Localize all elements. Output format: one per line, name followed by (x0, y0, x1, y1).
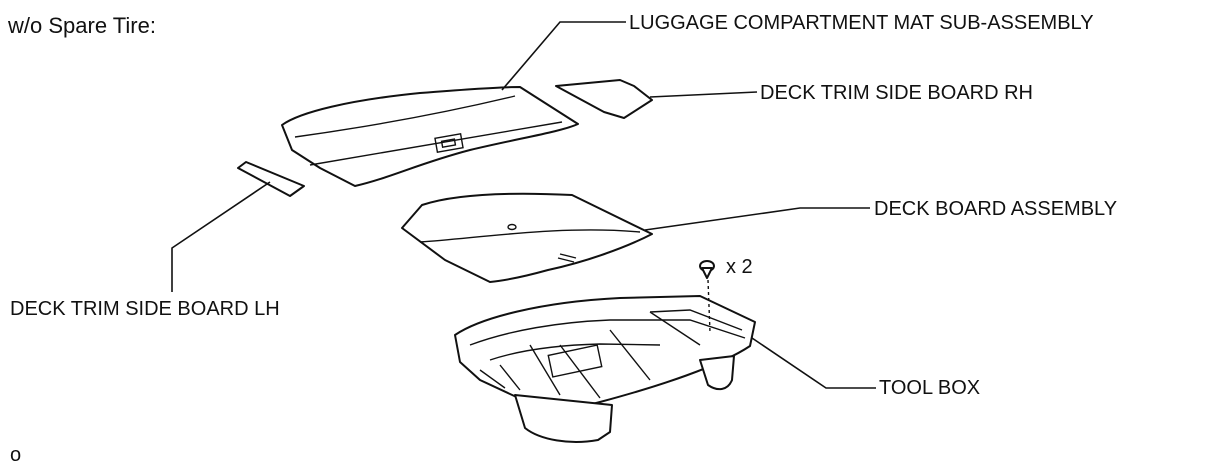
callout-deck-board: DECK BOARD ASSEMBLY (874, 198, 1118, 220)
corner-mark: o (10, 444, 22, 466)
deck-board-part (401, 192, 653, 283)
leader-line-side-rh (649, 91, 758, 98)
luggage-mat-part (281, 86, 579, 187)
side-board-rh-part (555, 79, 653, 119)
callout-side-board-lh: DECK TRIM SIDE BOARD LH (10, 298, 280, 320)
leader-line-mat (501, 21, 626, 91)
leader-line-tool-box (751, 337, 876, 389)
callout-clip-quantity: x 2 (726, 256, 753, 278)
side-board-lh-part (237, 161, 305, 197)
callout-tool-box: TOOL BOX (879, 377, 981, 399)
clip-fastener-part (699, 260, 715, 333)
callout-luggage-mat: LUGGAGE COMPARTMENT MAT SUB-ASSEMBLY (629, 12, 1094, 34)
leader-line-deck-board (644, 207, 870, 231)
diagram-heading: w/o Spare Tire: (8, 13, 156, 38)
leader-line-side-lh (171, 181, 271, 292)
tool-box-part (454, 295, 756, 443)
callout-side-board-rh: DECK TRIM SIDE BOARD RH (760, 82, 1033, 104)
